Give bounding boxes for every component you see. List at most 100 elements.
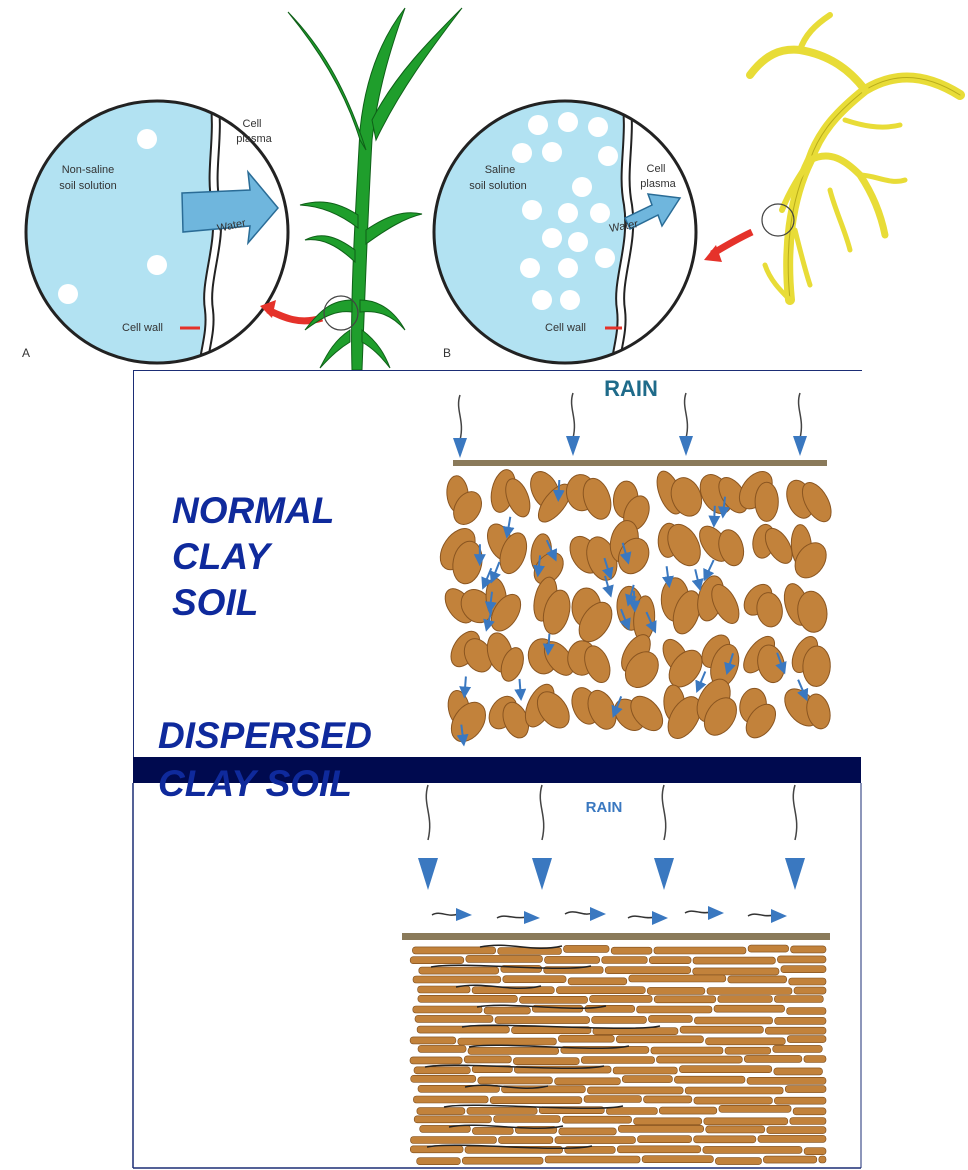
clay-plate [657,1056,743,1063]
clay-plate [464,1056,511,1063]
clay-plate [703,1146,802,1153]
clay-plate [564,945,610,952]
clay-plate [706,1126,765,1133]
clay-plate [747,1077,826,1084]
clay-plate [704,1118,788,1125]
clay-plate [787,1008,826,1015]
clay-plate [794,987,826,994]
water-flow-arrow [508,517,511,533]
clay-plate [654,947,746,954]
clay-plate [674,1076,745,1083]
clay-plate [634,1118,702,1125]
rain-arrowheads-dispersed [418,858,805,890]
clay-plate [418,1085,500,1092]
clay-plate [707,988,792,995]
clay-plate [644,1096,692,1103]
clay-plate [418,995,518,1002]
clay-plate [693,968,779,975]
clay-plate [590,995,653,1002]
clay-plate [642,1156,713,1163]
clay-plate [648,1015,692,1022]
clay-plate [513,1058,579,1065]
clay-plate [413,976,501,983]
clay-plate [410,957,464,964]
clay-plate [556,987,645,994]
clay-plate [791,946,827,953]
water-flow-arrow [714,506,715,522]
soil-surface-bar [402,933,830,940]
clay-plate [411,1075,476,1082]
clay-plate [763,1156,816,1163]
clay-plate [787,1036,826,1043]
water-flow-arrow [634,591,635,607]
clay-plate [649,957,691,964]
clay-plate [773,1045,823,1052]
clay-plate [468,1047,559,1054]
clay-plate [555,1137,636,1144]
clay-plate [602,957,648,964]
rain-label-dispersed: RAIN [586,799,623,816]
clay-plate [414,1116,491,1123]
water-flow-arrow [695,569,699,585]
clay-plate [775,1017,826,1024]
dispersed-clay-title-text: DISPERSED CLAY SOIL [158,712,372,808]
clay-plate [562,1116,631,1123]
clay-plate [592,1016,647,1023]
clay-plate [790,1118,826,1125]
clay-plate [418,1045,466,1052]
clay-plate [613,1067,677,1074]
water-flow-arrow [706,560,714,576]
clay-plate [605,967,691,974]
clay-plate [466,955,543,962]
clay-particle [755,482,778,521]
clay-plate [804,1148,826,1155]
clay-plate [629,975,726,982]
clay-plate [728,976,787,983]
clay-plate [714,1005,785,1012]
clay-plate [651,1047,723,1054]
clay-plate [718,996,773,1003]
clay-plate [545,1156,640,1163]
clay-plate [559,1128,617,1135]
clay-plate [558,1035,614,1042]
clay-plate [494,1116,561,1123]
clay-plate [654,996,716,1003]
clay-plate [819,1156,826,1163]
clay-plate [410,1037,456,1044]
runoff-arrows [432,906,787,925]
soil-surface-bar [453,460,827,466]
clay-plate [584,1096,642,1103]
rain-label-normal: RAIN [604,376,658,401]
clay-plate [585,1005,635,1012]
rain-arrowheads-normal [453,436,807,458]
water-flow-arrow [548,634,549,650]
clay-plate [793,1108,826,1115]
water-flow-arrow [465,677,466,693]
clay-plate [637,1006,712,1013]
clay-plate [413,1096,488,1103]
clay-plate [618,1125,703,1132]
title-line: CLAY SOIL [158,760,372,808]
clay-plate [545,956,600,963]
water-flow-arrow [493,562,499,578]
clay-plate [417,1158,461,1165]
clay-plate [617,1146,701,1153]
clay-plate [804,1056,826,1063]
clay-plate [555,1078,621,1085]
clay-plate [503,976,566,983]
clay-plate [647,987,705,994]
clay-plate [616,1036,703,1043]
clay-plate [420,1125,471,1132]
clay-plate [419,967,499,974]
clay-plate [781,966,826,973]
clay-plate [458,1038,557,1045]
clay-plate [767,1127,826,1134]
clay-plate [499,1137,553,1144]
clay-plate [715,1158,761,1165]
clay-plate [694,1097,773,1104]
clay-plate [417,1108,465,1115]
clay-plate [472,1127,513,1134]
clay-plate [789,978,826,985]
water-flow-arrow [520,679,521,695]
